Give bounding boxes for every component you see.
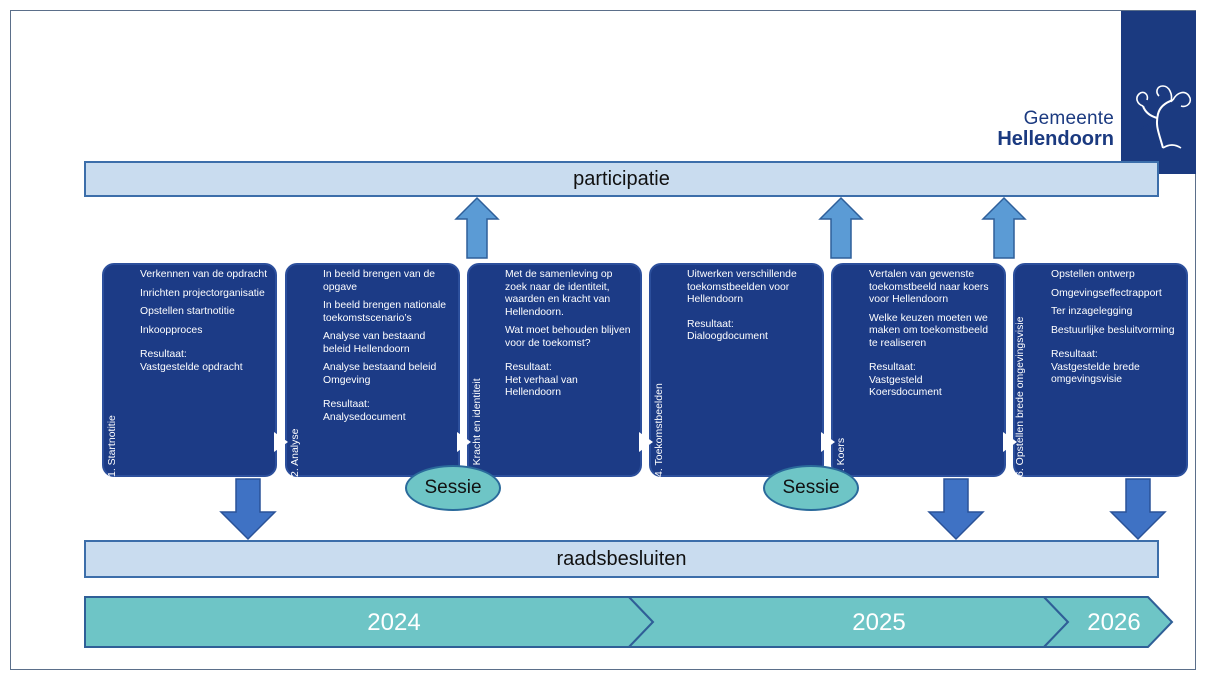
flow-notch — [274, 432, 288, 452]
phase-item: Analyse bestaand beleid Omgeving — [323, 362, 437, 386]
phase-result-label: Resultaat: — [687, 318, 734, 330]
phase-result-label: Resultaat: — [1051, 349, 1098, 360]
participatie-label: participatie — [573, 167, 670, 190]
phase-item: Analyse van bestaand beleid Hellendoorn — [323, 331, 426, 355]
phase-result: Analysedocument — [323, 411, 406, 423]
phase-item: Uitwerken verschillende toekomstbeelden … — [687, 269, 797, 305]
phase-item: Ter inzagelegging — [1051, 306, 1133, 317]
flow-notch — [1003, 432, 1017, 452]
up-arrow-participatie-3 — [454, 196, 500, 259]
phase-result-label: Resultaat: — [505, 362, 552, 373]
phase-result: Vastgesteld Koersdocument — [869, 374, 942, 399]
tree-logo-icon — [1136, 85, 1192, 149]
phase-box-startnotitie: 1. Startnotitie Verkennen van de opdrach… — [102, 263, 277, 477]
sessie-badge: Sessie — [405, 465, 501, 511]
phase-box-kracht-identiteit: 3. Kracht en identiteit Met de samenlevi… — [467, 263, 642, 477]
phase-result: Dialoogdocument — [687, 331, 768, 342]
sessie-badge: Sessie — [763, 465, 859, 511]
phase-item: Bestuurlijke besluitvorming — [1051, 324, 1175, 336]
phase-item: Verkennen van de opdracht — [140, 269, 268, 280]
phase-result: Het verhaal van Hellendoorn — [505, 374, 578, 399]
up-arrow-participatie-5 — [818, 196, 864, 259]
phase-label: 5. Koers — [835, 437, 847, 477]
participatie-band: participatie — [84, 161, 1159, 197]
phase-item: In beeld brengen van de opgave — [323, 269, 436, 293]
phase-item: Inrichten projectorganisatie — [140, 287, 265, 299]
phase-result: Vastgestelde opdracht — [140, 361, 243, 373]
timeline-2025 — [626, 596, 1070, 648]
phase-item: Vertalen van gewenste toekomstbeeld naar… — [869, 269, 989, 305]
phase-item: Opstellen startnotitie — [140, 306, 235, 317]
down-arrow-raadsbesluiten-6 — [1109, 478, 1167, 541]
phase-result: Vastgestelde brede omgevingsvisie — [1051, 361, 1140, 386]
timeline-2026 — [1041, 596, 1174, 648]
phase-label: 3. Kracht en identiteit — [471, 378, 483, 477]
year-label-2024: 2024 — [367, 609, 420, 636]
phase-item: Met de samenleving op zoek naar de ident… — [505, 269, 613, 318]
year-label-2025: 2025 — [852, 609, 905, 636]
phase-box-toekomstbeelden: 4. Toekomstbeelden Uitwerken verschillen… — [649, 263, 824, 477]
phase-item: Omgevingseffectrapport — [1051, 287, 1162, 299]
phase-result-label: Resultaat: — [323, 399, 370, 410]
phase-result-label: Resultaat: — [140, 349, 187, 360]
phase-label: 2. Analyse — [289, 428, 301, 477]
phase-item: In beeld brengen nationale toekomstscena… — [323, 300, 447, 324]
phase-box-omgevingsvisie: 6. Opstellen brede omgevingsvisie Opstel… — [1013, 263, 1188, 477]
raadsbesluiten-label: raadsbesluiten — [556, 547, 687, 570]
phase-box-analyse: 2. Analyse In beeld brengen van de opgav… — [285, 263, 460, 477]
flow-notch — [821, 432, 835, 452]
sessie-label: Sessie — [424, 477, 482, 498]
flow-notch — [457, 432, 471, 452]
phase-result-label: Resultaat: — [869, 362, 916, 373]
logo-text-hellendoorn: Hellendoorn — [997, 128, 1114, 150]
sessie-label: Sessie — [782, 477, 840, 498]
down-arrow-raadsbesluiten-5 — [927, 478, 985, 541]
logo-text-gemeente: Gemeente — [1023, 108, 1114, 129]
up-arrow-participatie-6 — [981, 196, 1027, 259]
phase-item: Welke keuzen moeten we maken om toekomst… — [869, 312, 988, 349]
phase-item: Inkoopproces — [140, 324, 203, 336]
down-arrow-raadsbesluiten-1 — [219, 478, 277, 541]
flow-notch — [639, 432, 653, 452]
phase-box-koers: 5. Koers Vertalen van gewenste toekomstb… — [831, 263, 1006, 477]
phase-label: 4. Toekomstbeelden — [653, 383, 665, 477]
phase-item: Opstellen ontwerp — [1051, 269, 1135, 280]
timeline: 2024 2025 2026 — [84, 596, 1174, 648]
raadsbesluiten-band: raadsbesluiten — [84, 540, 1159, 578]
phase-item: Wat moet behouden blijven voor de toekom… — [505, 325, 631, 349]
phase-label: 6. Opstellen brede omgevingsvisie — [1014, 316, 1026, 477]
phase-label: 1. Startnotitie — [106, 415, 118, 477]
year-label-2026: 2026 — [1087, 609, 1140, 636]
